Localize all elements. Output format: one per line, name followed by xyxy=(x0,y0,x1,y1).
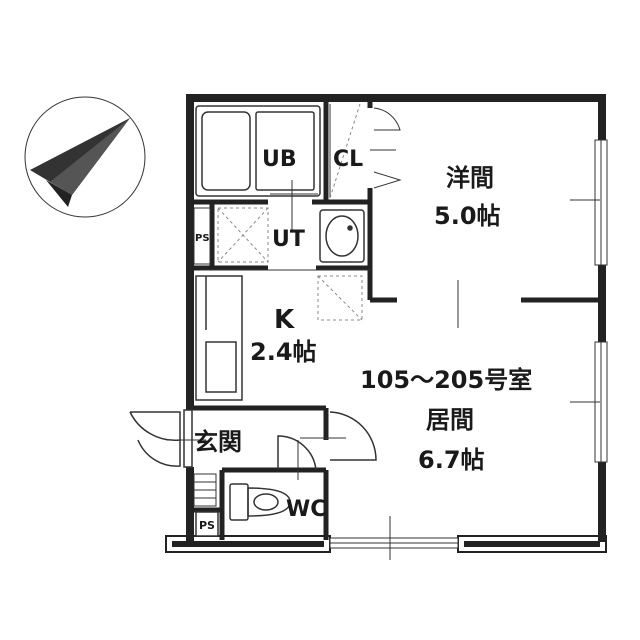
ps-lower-box xyxy=(195,511,219,537)
toilet xyxy=(229,483,291,521)
ut-label: UT xyxy=(272,227,305,252)
entrance-label: 玄関 xyxy=(194,428,242,456)
living-door xyxy=(300,411,377,461)
exterior-walls xyxy=(170,94,606,546)
ps-lower-label: PS xyxy=(199,519,215,532)
ps-upper-box xyxy=(193,207,211,265)
ps-upper-label: PS xyxy=(195,233,210,244)
north-arrow-icon xyxy=(24,96,146,218)
entrance-step xyxy=(193,473,217,507)
entrance-door xyxy=(129,409,206,468)
utility-fixtures xyxy=(217,207,269,263)
kitchen-counter xyxy=(195,269,370,401)
fridge-space xyxy=(317,275,363,321)
living-room-label: 居間 xyxy=(426,406,474,434)
wash-basin xyxy=(319,209,365,263)
western-room-label: 洋間 xyxy=(446,164,494,192)
dimension-marks xyxy=(380,149,600,560)
bathtub xyxy=(195,105,321,197)
living-room-size: 6.7帖 xyxy=(418,446,485,474)
wc-door xyxy=(277,435,317,480)
kitchen-label: K xyxy=(274,305,295,335)
window-bottom xyxy=(329,537,459,549)
cl-label: CL xyxy=(333,147,363,172)
ub-label: UB xyxy=(262,147,297,172)
kitchen-size: 2.4帖 xyxy=(250,338,317,366)
window-western-room xyxy=(594,139,608,266)
western-room-size: 5.0帖 xyxy=(434,202,501,230)
interior-walls xyxy=(192,100,600,540)
unit-number-label: 105～205号室 xyxy=(360,366,532,394)
wc-label: WC xyxy=(286,497,326,522)
